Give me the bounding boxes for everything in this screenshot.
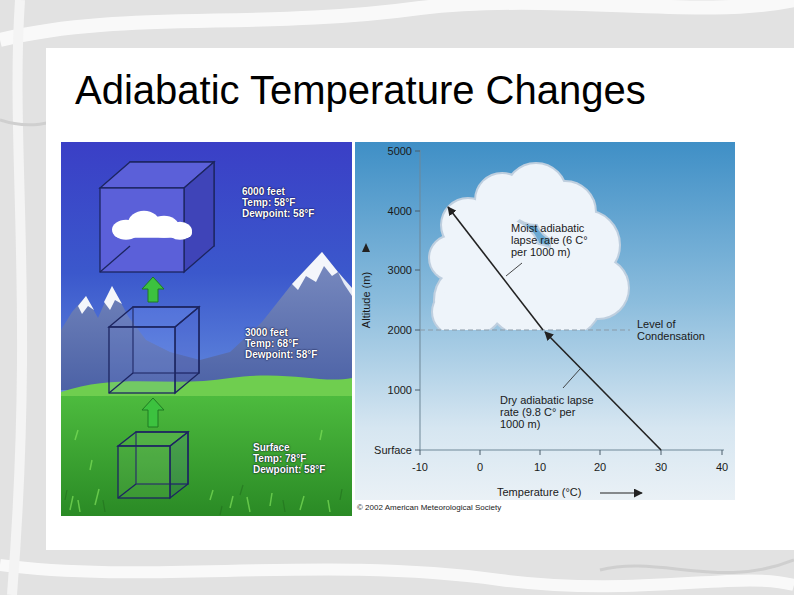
parcel-readings: SurfaceTemp: 78°FDewpoint: 58°F [253,442,325,475]
altitude-label: 3000 feet [245,327,317,338]
axis-tick-label: 5000 [388,145,412,157]
rising-arrow [142,277,164,302]
curve-annotation: Moist adiabatic lapse rate (6 C° per 100… [511,222,606,258]
air-parcel-cube [105,305,209,399]
parcel-readings: 3000 feetTemp: 68°FDewpoint: 58°F [245,327,317,360]
altitude-label: Surface [253,442,325,453]
axis-tick-label: 2000 [388,324,412,336]
altitude-label: 6000 feet [242,186,314,197]
level-annotation: Level of Condensation [637,318,719,342]
air-parcel: 6000 feetTemp: 58°FDewpoint: 58°F [92,158,342,274]
axis-tick-label: 40 [716,461,728,473]
air-parcel: 3000 feetTemp: 68°FDewpoint: 58°F [105,305,342,395]
reading-label: Temp: 58°F [242,197,314,208]
reading-label: Dewpoint: 58°F [253,464,325,475]
rising-arrow [142,398,164,427]
reading-label: Temp: 68°F [245,338,317,349]
axis-tick-label: 3000 [388,264,412,276]
copyright-note: © 2002 American Meteorological Society [357,504,501,513]
curve-annotation: Dry adiabatic lapse rate (9.8 C° per 100… [500,394,598,430]
axis-title: Temperature (°C) [497,486,581,498]
air-parcel: SurfaceTemp: 78°FDewpoint: 58°F [115,430,345,500]
axis-tick-label: -10 [412,461,428,473]
air-parcel-cube [92,158,224,278]
axis-tick-label: 30 [655,461,667,473]
axis-tick-label: Surface [374,444,412,456]
axis-tick-label: 4000 [388,205,412,217]
axis-tick-label: 0 [477,461,483,473]
axis-tick-label: 1000 [388,384,412,396]
slide-title: Adiabatic Temperature Changes [75,70,646,110]
axis-title: Altitude (m) [360,272,372,328]
axis-tick-label: 20 [594,461,606,473]
parcel-readings: 6000 feetTemp: 58°FDewpoint: 58°F [242,186,314,219]
reading-label: Temp: 78°F [253,453,325,464]
reading-label: Dewpoint: 58°F [242,208,314,219]
axis-tick-label: 10 [534,461,546,473]
air-parcel-cube [115,430,197,504]
reading-label: Dewpoint: 58°F [245,349,317,360]
